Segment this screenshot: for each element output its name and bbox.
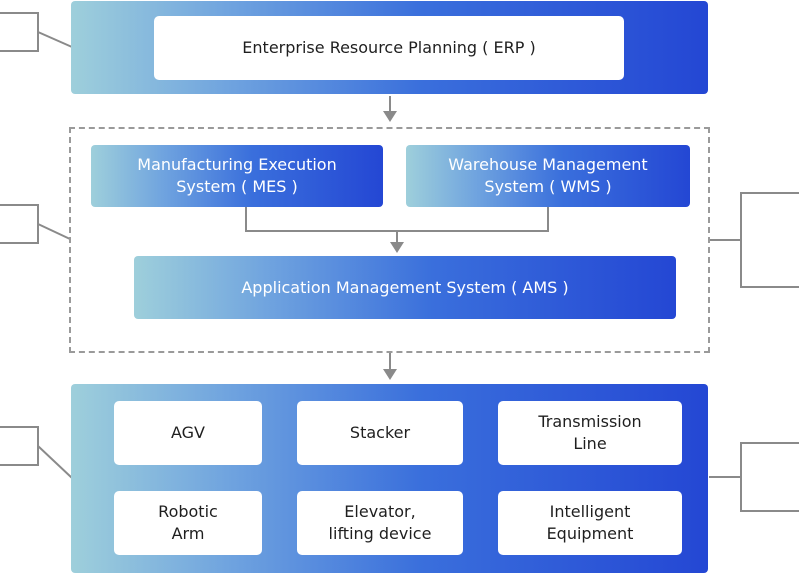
left-bracket-top-connector bbox=[37, 31, 73, 48]
intelligent-equipment-box: Intelligent Equipment bbox=[498, 491, 682, 555]
elevator-box: Elevator, lifting device bbox=[297, 491, 463, 555]
arrow-equipment-head bbox=[383, 369, 397, 380]
erp-panel: Enterprise Resource Planning ( ERP ) bbox=[71, 1, 708, 94]
wms-box: Warehouse Management System ( WMS ) bbox=[406, 145, 690, 207]
stacker-box: Stacker bbox=[297, 401, 463, 465]
erp-box: Enterprise Resource Planning ( ERP ) bbox=[154, 16, 624, 80]
arrow-ams-head bbox=[390, 242, 404, 253]
arrow-erp-head bbox=[383, 111, 397, 122]
right-bracket-middle bbox=[740, 192, 799, 288]
right-bracket-bottom bbox=[740, 442, 799, 512]
middleware-group bbox=[69, 127, 710, 353]
transmission-line-box: Transmission Line bbox=[498, 401, 682, 465]
robotic-arm-box: Robotic Arm bbox=[114, 491, 262, 555]
left-bracket-middle-connector bbox=[37, 223, 71, 240]
mes-box: Manufacturing Execution System ( MES ) bbox=[91, 145, 383, 207]
ams-box: Application Management System ( AMS ) bbox=[134, 256, 676, 319]
left-bracket-middle bbox=[0, 204, 39, 244]
equipment-panel: AGV Stacker Transmission Line Robotic Ar… bbox=[71, 384, 708, 573]
left-bracket-bottom bbox=[0, 426, 39, 466]
left-bracket-bottom-connector bbox=[37, 445, 73, 479]
agv-box: AGV bbox=[114, 401, 262, 465]
left-bracket-top bbox=[0, 12, 39, 52]
